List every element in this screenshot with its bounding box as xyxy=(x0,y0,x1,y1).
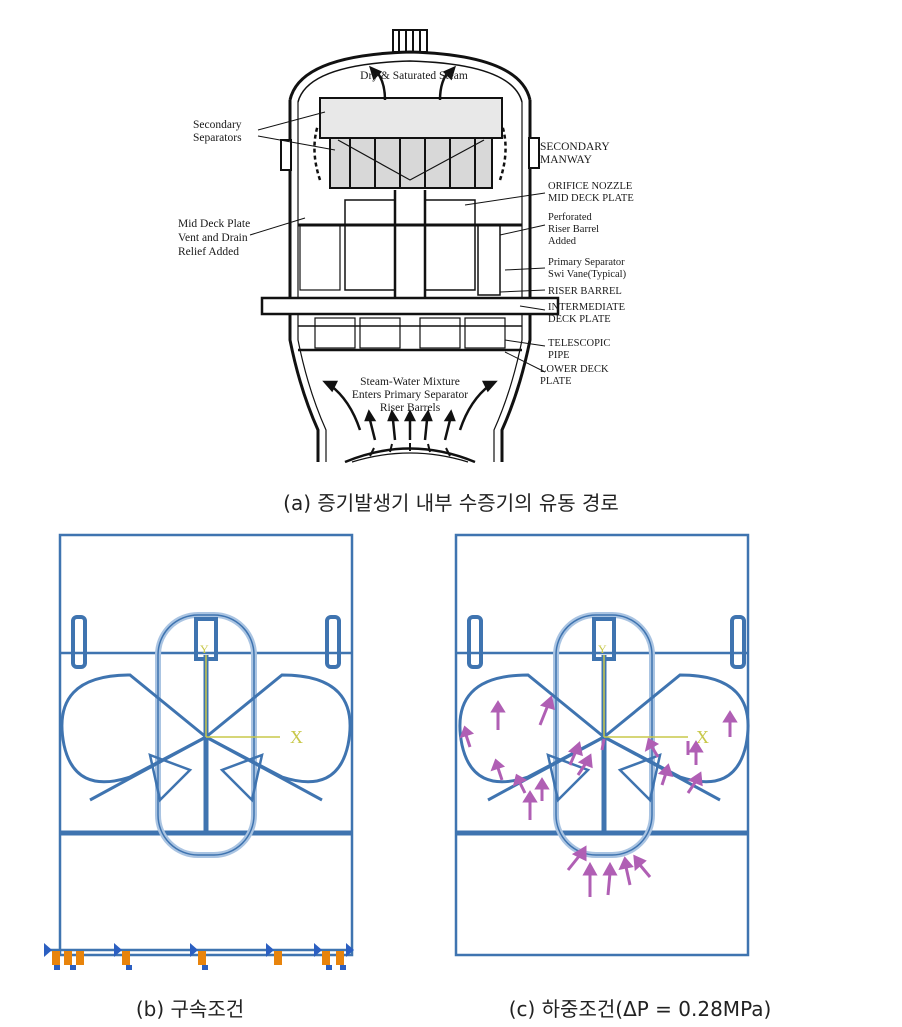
axis-triad xyxy=(205,655,280,738)
label-secondary-manway-2: MANWAY xyxy=(540,154,593,166)
label-orifice-nozzle-2: MID DECK PLATE xyxy=(548,193,634,204)
right-support xyxy=(730,615,746,669)
label-mid-deck-3: Relief Added xyxy=(178,246,239,258)
left-vane xyxy=(60,673,207,784)
label-intermediate-2: DECK PLATE xyxy=(548,314,611,325)
axis-y-label: Y xyxy=(200,642,209,656)
right-vane xyxy=(603,673,750,784)
label-intermediate-1: INTERMEDIATE xyxy=(548,302,625,313)
label-secondary-separators-2: Separators xyxy=(193,132,242,144)
figure-c: X Y xyxy=(430,525,780,980)
primary-separator-right xyxy=(424,199,476,291)
caption-c: (c) 하중조건(ΔP = 0.28MPa) xyxy=(508,997,772,1021)
label-primary-separator-2: Swi Vane(Typical) xyxy=(548,269,627,280)
label-orifice-nozzle-1: ORIFICE NOZZLE xyxy=(548,181,632,192)
label-mixture-2: Enters Primary Separator xyxy=(352,389,468,401)
axis-y-label: Y xyxy=(598,642,607,656)
frame-outline xyxy=(454,533,750,957)
lower-shell-right xyxy=(500,314,532,462)
axis-x-label: X xyxy=(696,727,709,747)
model-b-drawing: X Y xyxy=(44,533,354,970)
label-lower-deck-1: LOWER DECK xyxy=(540,364,609,375)
constraint-markers xyxy=(44,943,354,970)
label-telescopic-1: TELESCOPIC xyxy=(548,338,610,349)
label-secondary-separators-1: Secondary xyxy=(193,119,242,131)
label-secondary-manway-1: SECONDARY xyxy=(540,141,610,153)
left-support xyxy=(467,615,483,669)
label-primary-separator-1: Primary Separator xyxy=(548,257,625,268)
lower-shell-left xyxy=(288,314,320,462)
flow-arrows xyxy=(313,65,507,441)
caption-b: (b) 구속조건 xyxy=(135,997,245,1021)
dome xyxy=(288,50,532,101)
right-support xyxy=(325,615,341,669)
steam-generator-drawing: Dry & Saturated Steam Secondary Separato… xyxy=(178,29,634,464)
figure-a: Dry & Saturated Steam Secondary Separato… xyxy=(0,0,902,480)
model-c-drawing: X Y xyxy=(454,533,750,957)
label-perforated-2: Riser Barrel xyxy=(548,224,599,235)
right-vane xyxy=(205,673,352,784)
left-vane xyxy=(458,673,605,784)
label-dry-steam: Dry & Saturated Steam xyxy=(360,70,468,82)
label-mixture-1: Steam-Water Mixture xyxy=(360,376,460,388)
label-lower-deck-2: PLATE xyxy=(540,376,572,387)
figure-b: X Y xyxy=(30,525,380,980)
label-mid-deck-1: Mid Deck Plate xyxy=(178,218,250,230)
primary-separator-left xyxy=(344,199,396,291)
label-mixture-3: Riser Barrels xyxy=(380,402,441,414)
label-telescopic-2: PIPE xyxy=(548,350,570,361)
caption-a: (a) 증기발생기 내부 수증기의 유동 경로 xyxy=(283,491,619,515)
label-riser-barrel: RISER BARREL xyxy=(548,286,622,297)
intermediate-deck-plate xyxy=(260,296,560,316)
axis-triad xyxy=(603,655,688,738)
load-arrows xyxy=(459,695,738,897)
left-support xyxy=(71,615,87,669)
label-mid-deck-2: Vent and Drain xyxy=(178,232,248,244)
axis-x-label: X xyxy=(290,727,303,747)
secondary-separator-box xyxy=(319,97,503,139)
label-perforated-3: Added xyxy=(548,236,577,247)
label-perforated-1: Perforated xyxy=(548,212,592,223)
